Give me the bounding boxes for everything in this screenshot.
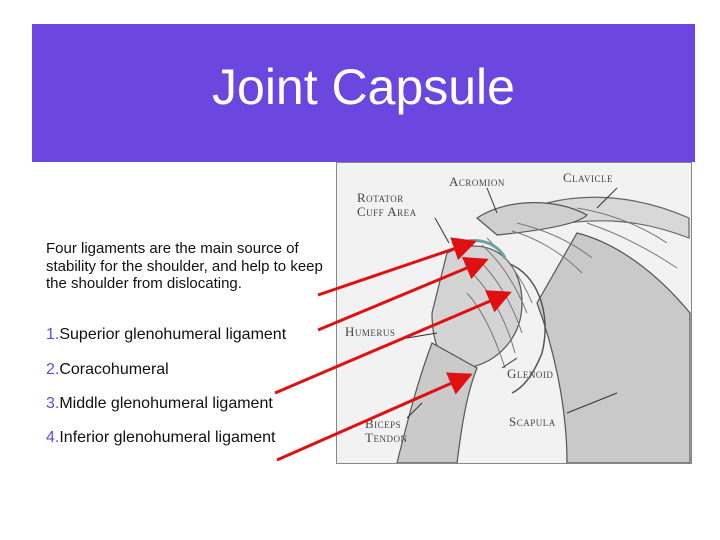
ligament-number: 4. <box>46 429 60 446</box>
ligament-number: 2. <box>46 361 60 378</box>
ligament-number: 3. <box>46 395 60 412</box>
title-bar: Joint Capsule <box>32 24 695 162</box>
label-rotator-cuff: Rotator Cuff Area <box>357 190 417 219</box>
ligament-name: Inferior glenohumeral ligament <box>59 429 276 446</box>
label-biceps-tendon: Biceps Tendon <box>365 416 408 445</box>
ligament-item-1: 1.Superior glenohumeral ligament <box>46 326 286 344</box>
label-humerus: Humerus <box>345 324 396 339</box>
label-acromion: Acromion <box>449 174 505 189</box>
ligament-item-2: 2.Coracohumeral <box>46 361 169 379</box>
ligament-name: Middle glenohumeral ligament <box>59 395 273 412</box>
ligament-name: Coracohumeral <box>59 361 169 378</box>
ligament-item-4: 4.Inferior glenohumeral ligament <box>46 429 275 447</box>
label-clavicle: Clavicle <box>563 170 614 185</box>
label-scapula: Scapula <box>509 414 556 429</box>
ligament-item-3: 3.Middle glenohumeral ligament <box>46 395 273 413</box>
ligament-number: 1. <box>46 326 60 343</box>
intro-text: Four ligaments are the main source of st… <box>46 240 323 292</box>
slide-title: Joint Capsule <box>212 59 515 115</box>
shoulder-anatomy-figure: Rotator Cuff Area Acromion Clavicle Hume… <box>336 162 692 464</box>
ligament-name: Superior glenohumeral ligament <box>59 326 287 343</box>
label-glenoid: Glenoid <box>507 366 554 381</box>
